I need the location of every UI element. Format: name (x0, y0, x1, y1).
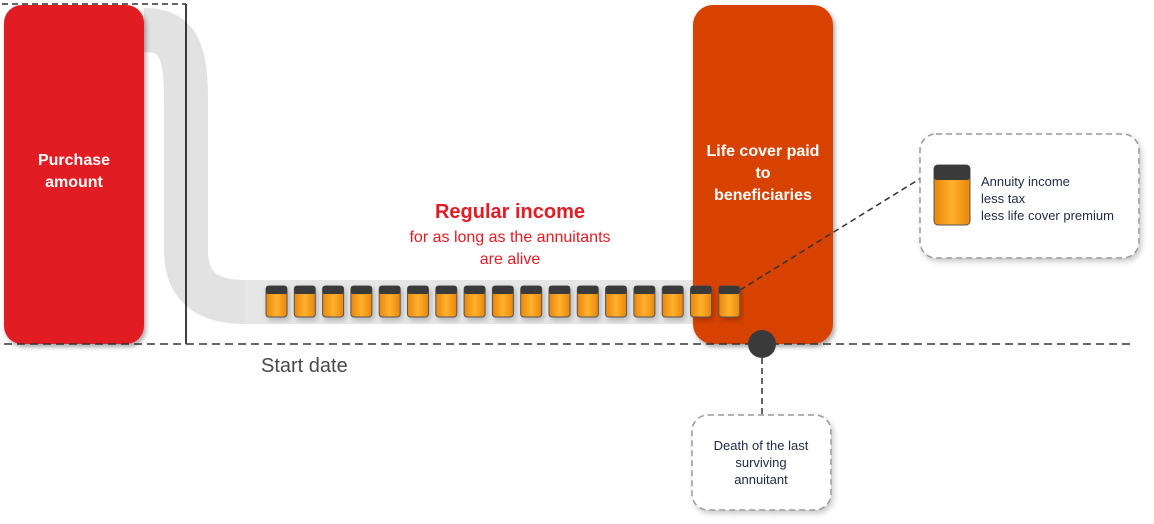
income-payment-token (378, 285, 401, 318)
income-payment-token (463, 285, 486, 318)
start-date-label: Start date (261, 355, 348, 377)
income-payment-token (548, 285, 571, 318)
regular-income-title: Regular income (434, 201, 586, 223)
income-payment-token (605, 285, 628, 318)
life-cover-label: Life cover paid to beneficiaries (706, 143, 820, 204)
life-cover-block (693, 5, 833, 344)
income-payment-token (435, 285, 458, 318)
income-payment-token (633, 285, 656, 318)
income-payment-token (350, 285, 373, 318)
income-payment-token (576, 285, 599, 318)
legend-line-less-tax: less tax (981, 191, 1026, 206)
income-payment-token (690, 285, 712, 318)
purchase-amount-block (4, 5, 144, 344)
payment-tokens (265, 285, 741, 318)
legend-box (919, 133, 1140, 259)
legend-text: Annuity income less tax less life cover … (981, 173, 1114, 224)
income-payment-token (718, 285, 741, 318)
income-payment-token (661, 285, 684, 318)
legend-connector (739, 169, 935, 291)
legend-line-less-life-cover: less life cover premium (981, 208, 1114, 223)
death-event-marker (748, 330, 776, 358)
income-payment-token (407, 285, 429, 318)
legend-line-annuity-income: Annuity income (981, 174, 1070, 189)
income-payment-token (322, 285, 345, 318)
purchase-amount-label: Purchase amount (37, 152, 111, 191)
income-payment-token (265, 285, 288, 318)
income-payment-token (491, 285, 514, 318)
annuity-income-token-icon (933, 164, 971, 226)
income-payment-token (293, 285, 316, 318)
income-payment-token (520, 285, 543, 318)
regular-income-subtitle: for as long as the annuitants are alive (409, 229, 611, 268)
death-callout-box (691, 414, 832, 511)
death-event-label: Death of the last surviving annuitant (713, 438, 809, 487)
